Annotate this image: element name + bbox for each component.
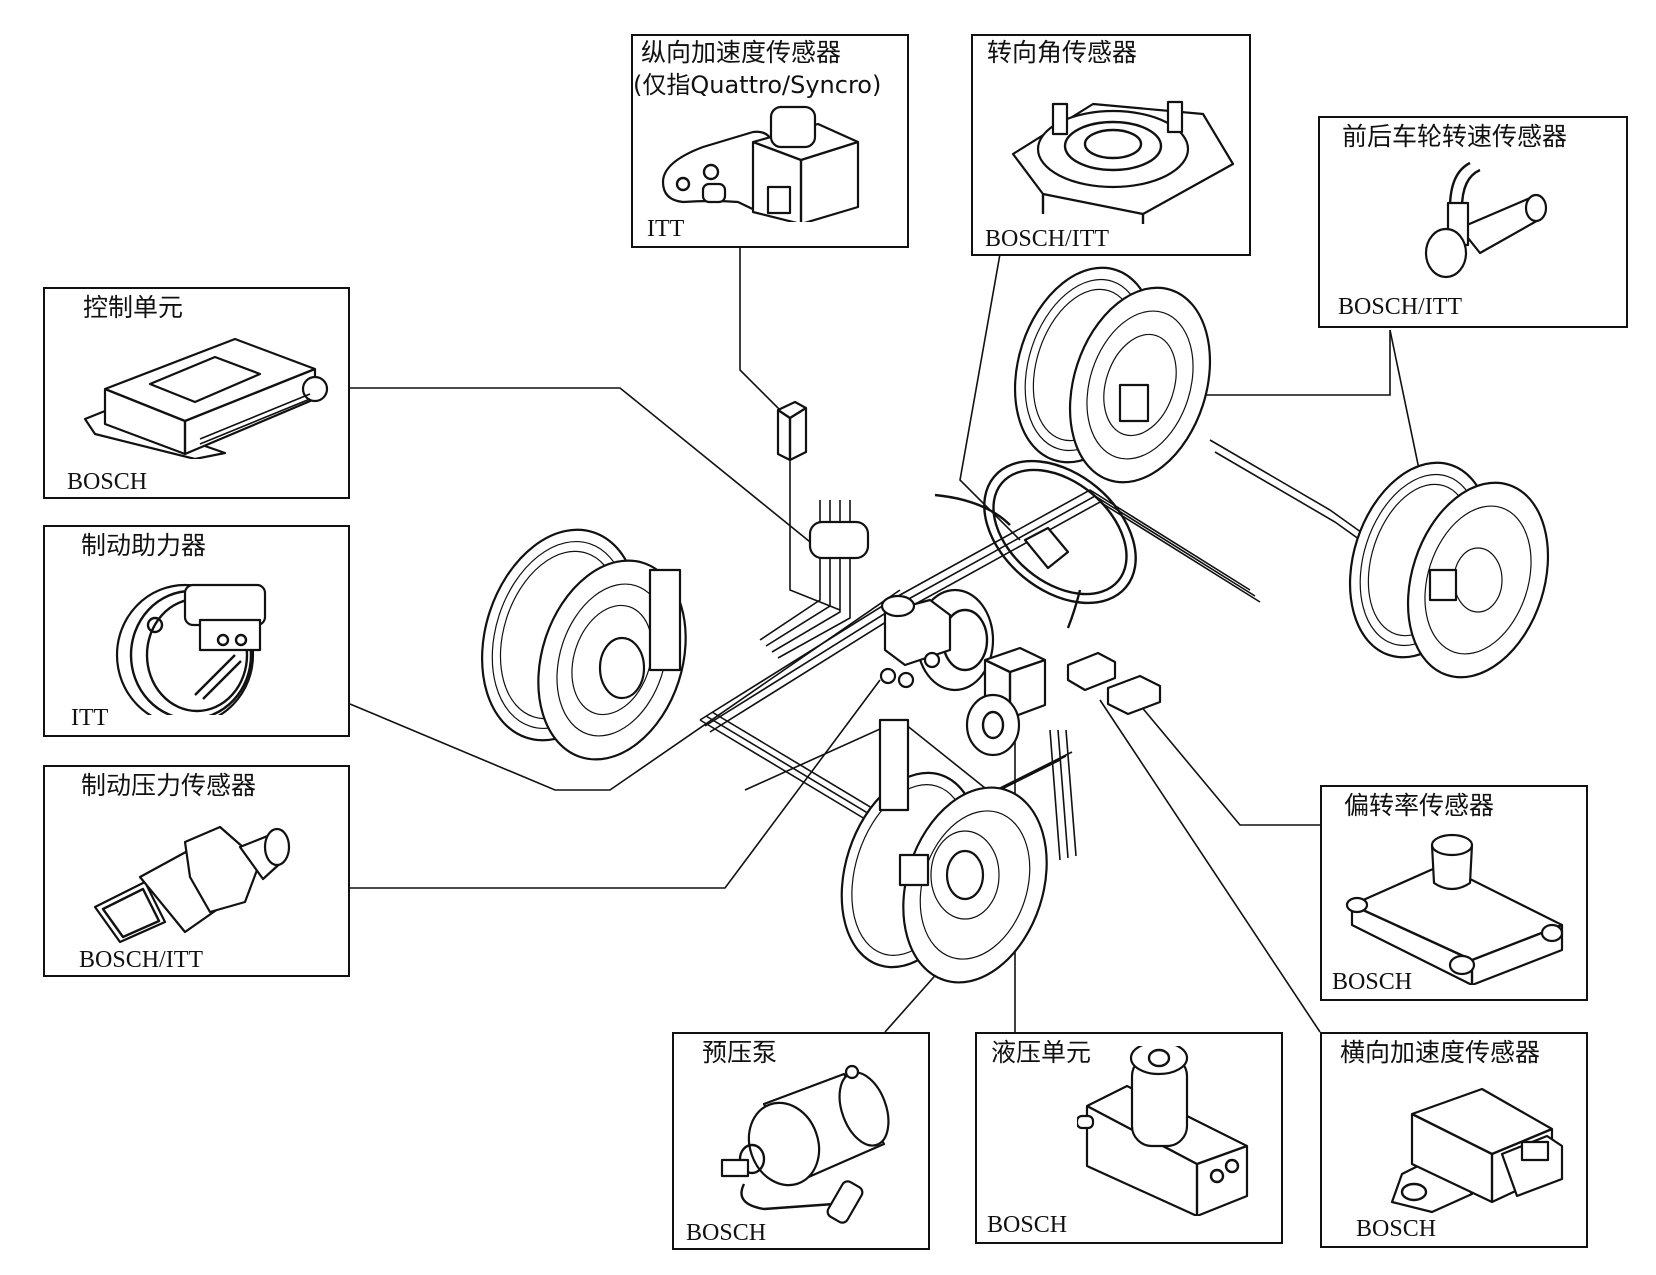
sublabel-longitudinal-accel-sensor: (仅指Quattro/Syncro) [633, 71, 882, 99]
precharge-pump-illustration [720, 1064, 890, 1224]
maker-hydraulic-unit: BOSCH [987, 1212, 1068, 1238]
maker-yaw-rate-sensor: BOSCH [1332, 969, 1413, 995]
label-lateral-accel-sensor: 横向加速度传感器 [1340, 1038, 1541, 1067]
callout-control-unit: 控制单元 BOSCH [43, 287, 350, 499]
maker-longitudinal-accel-sensor: ITT [647, 216, 685, 242]
wiring-harness [699, 430, 1406, 861]
longitudinal-accel-sensor-illustration [661, 105, 860, 222]
label-brake-booster: 制动助力器 [81, 531, 207, 560]
wheel-right-rear-upper [1013, 266, 1212, 484]
leader-control-unit [350, 387, 821, 551]
callout-longitudinal-accel-sensor: 纵向加速度传感器 (仅指Quattro/Syncro) ITT [631, 34, 909, 248]
callout-wheel-speed-sensor: 前后车轮转速传感器 BOSCH/ITT [1318, 116, 1628, 328]
label-steering-angle-sensor: 转向角传感器 [987, 38, 1138, 67]
longitudinal-accel-sensor-mini [776, 400, 808, 462]
leader-yaw-rate [1139, 704, 1320, 826]
label-control-unit: 控制单元 [83, 293, 184, 322]
callout-brake-pressure-sensor: 制动压力传感器 BOSCH/ITT [43, 765, 350, 977]
leader-brake-pressure [350, 679, 881, 889]
maker-lateral-accel-sensor: BOSCH [1356, 1216, 1437, 1242]
steering-angle-sensor-illustration [1011, 100, 1235, 224]
brake-pressure-sensor-illustration [93, 825, 291, 944]
callout-lateral-accel-sensor: 横向加速度传感器 BOSCH [1320, 1032, 1588, 1248]
leader-lateral-accel [1099, 699, 1321, 1033]
maker-brake-pressure-sensor: BOSCH/ITT [79, 947, 204, 973]
leader-brake-booster [349, 589, 901, 791]
wheel-right-rear-lower [1348, 461, 1550, 679]
label-hydraulic-unit: 液压单元 [991, 1038, 1092, 1067]
brake-booster-illustration [115, 583, 267, 715]
callout-steering-angle-sensor: 转向角传感器 BOSCH/ITT [971, 34, 1251, 256]
maker-steering-angle-sensor: BOSCH/ITT [985, 226, 1110, 252]
maker-brake-booster: ITT [71, 705, 109, 731]
leader-lines [349, 246, 1441, 1033]
hydraulic-unit-mini [965, 646, 1162, 757]
callout-yaw-rate-sensor: 偏转率传感器 BOSCH [1320, 785, 1588, 1001]
wheel-left-front [481, 528, 687, 761]
maker-wheel-speed-sensor: BOSCH/ITT [1338, 294, 1463, 320]
label-precharge-pump: 预压泵 [702, 1038, 778, 1067]
wheel-right-front [840, 718, 1048, 984]
label-longitudinal-accel-sensor: 纵向加速度传感器 [641, 38, 842, 67]
callout-hydraulic-unit: 液压单元 BOSCH [975, 1032, 1283, 1244]
maker-control-unit: BOSCH [67, 469, 148, 495]
label-wheel-speed-sensor: 前后车轮转速传感器 [1342, 122, 1568, 151]
maker-precharge-pump: BOSCH [686, 1220, 767, 1246]
steering-wheel [934, 459, 1137, 629]
brake-booster-mini [879, 588, 995, 692]
label-yaw-rate-sensor: 偏转率传感器 [1344, 791, 1495, 820]
callout-brake-booster: 制动助力器 ITT [43, 525, 350, 737]
yaw-rate-sensor-illustration [1345, 833, 1564, 985]
wheel-speed-sensor-illustration [1424, 161, 1548, 279]
control-unit-illustration [83, 337, 329, 459]
leader-steering-angle [959, 253, 1021, 541]
control-unit-mini [808, 520, 870, 560]
lateral-accel-sensor-illustration [1390, 1087, 1564, 1214]
hydraulic-unit-illustration [1077, 1046, 1249, 1216]
leader-wheel-speed-1 [1170, 330, 1391, 396]
callout-precharge-pump: 预压泵 BOSCH [672, 1032, 930, 1250]
label-brake-pressure-sensor: 制动压力传感器 [81, 771, 257, 800]
leader-longitudinal-accel [739, 246, 791, 421]
